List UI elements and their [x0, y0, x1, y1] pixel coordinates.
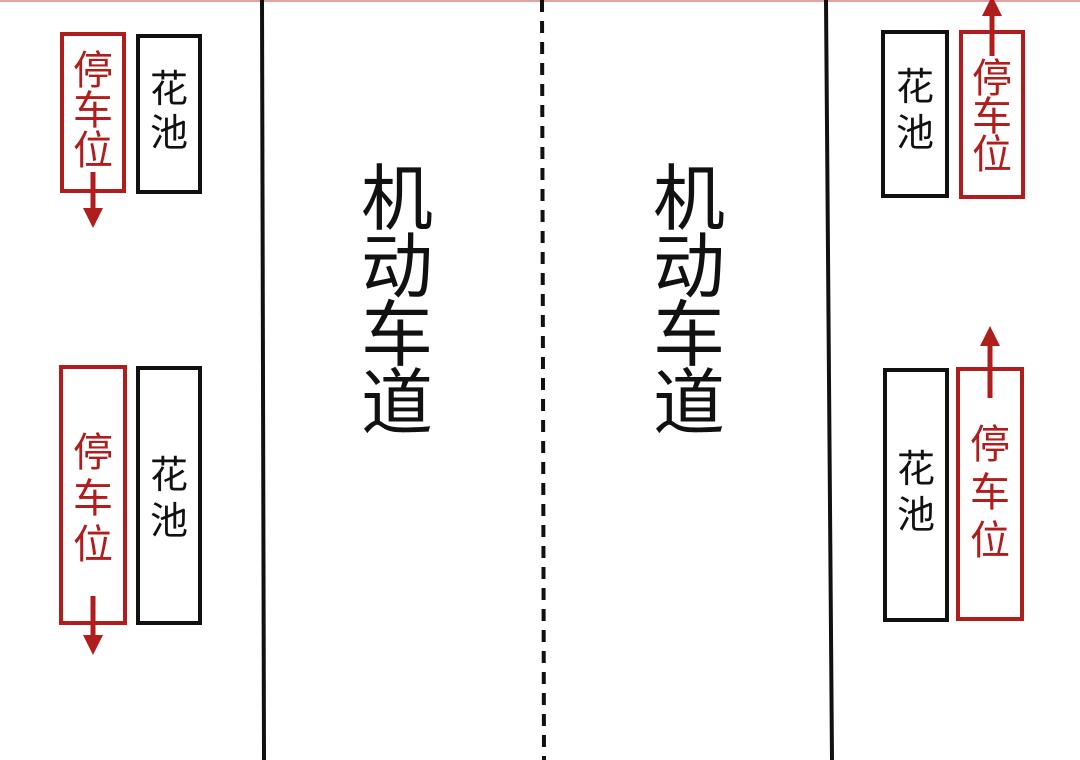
lane-label-right: 机 动 车 道: [653, 157, 725, 445]
flower-bed-right-bottom: 花 池: [883, 368, 949, 622]
flowerbed-left-top-char-2: 池: [150, 111, 188, 155]
parking-left-top-char-2: 车: [73, 88, 113, 134]
flower-bed-box: [136, 366, 202, 625]
lane-left-char-2: 动: [361, 225, 433, 309]
parking-right-bottom-char-3: 位: [970, 518, 1010, 564]
flowerbed-right-top-char-1: 花: [896, 65, 934, 109]
flower-bed-box: [883, 368, 949, 622]
lane-right-char-1: 机: [653, 157, 725, 241]
lane-left-char-1: 机: [361, 157, 433, 241]
lane-right-char-4: 道: [653, 361, 725, 445]
parking-right-bottom-char-2: 车: [970, 470, 1010, 516]
parking-left-top-char-3: 位: [73, 128, 113, 174]
lane-right-char-3: 车: [653, 293, 725, 377]
flowerbed-right-top-char-2: 池: [896, 111, 934, 155]
parking-spot-left-bottom: 停 车 位: [59, 365, 127, 655]
flowerbed-right-bottom-char-1: 花: [897, 447, 935, 491]
lane-label-left: 机 动 车 道: [361, 157, 433, 445]
flower-bed-right-top: 花 池: [881, 30, 949, 198]
road-edge-right: [824, 0, 834, 760]
flower-bed-left-top: 花 池: [136, 34, 202, 194]
flowerbed-left-top-char-1: 花: [150, 67, 188, 111]
parking-left-bottom-char-3: 位: [73, 522, 113, 568]
parking-left-top-char-1: 停: [73, 48, 113, 94]
flower-bed-box: [881, 30, 949, 198]
parking-left-bottom-char-2: 车: [73, 476, 113, 522]
parking-right-top-char-1: 停: [972, 56, 1012, 102]
parking-left-bottom-char-1: 停: [73, 430, 113, 476]
flower-bed-box: [136, 34, 202, 194]
flower-bed-left-bottom: 花 池: [136, 366, 202, 625]
road-edge-left: [260, 0, 266, 760]
lane-right-char-2: 动: [653, 225, 725, 309]
flowerbed-left-bottom-char-1: 花: [150, 453, 188, 497]
parking-right-top-char-2: 车: [972, 94, 1012, 140]
flowerbed-right-bottom-char-2: 池: [897, 493, 935, 537]
parking-right-top-char-3: 位: [972, 132, 1012, 178]
lane-left-char-4: 道: [361, 361, 433, 445]
road-center-dashed-line: [540, 0, 546, 760]
lane-left-char-3: 车: [361, 293, 433, 377]
parking-right-bottom-char-1: 停: [970, 422, 1010, 468]
parking-spot-left-top: 停 车 位: [60, 32, 126, 228]
parking-spot-right-top: 停 车 位: [959, 0, 1025, 199]
flowerbed-left-bottom-char-2: 池: [150, 499, 188, 543]
parking-spot-right-bottom: 停 车 位: [956, 326, 1024, 621]
